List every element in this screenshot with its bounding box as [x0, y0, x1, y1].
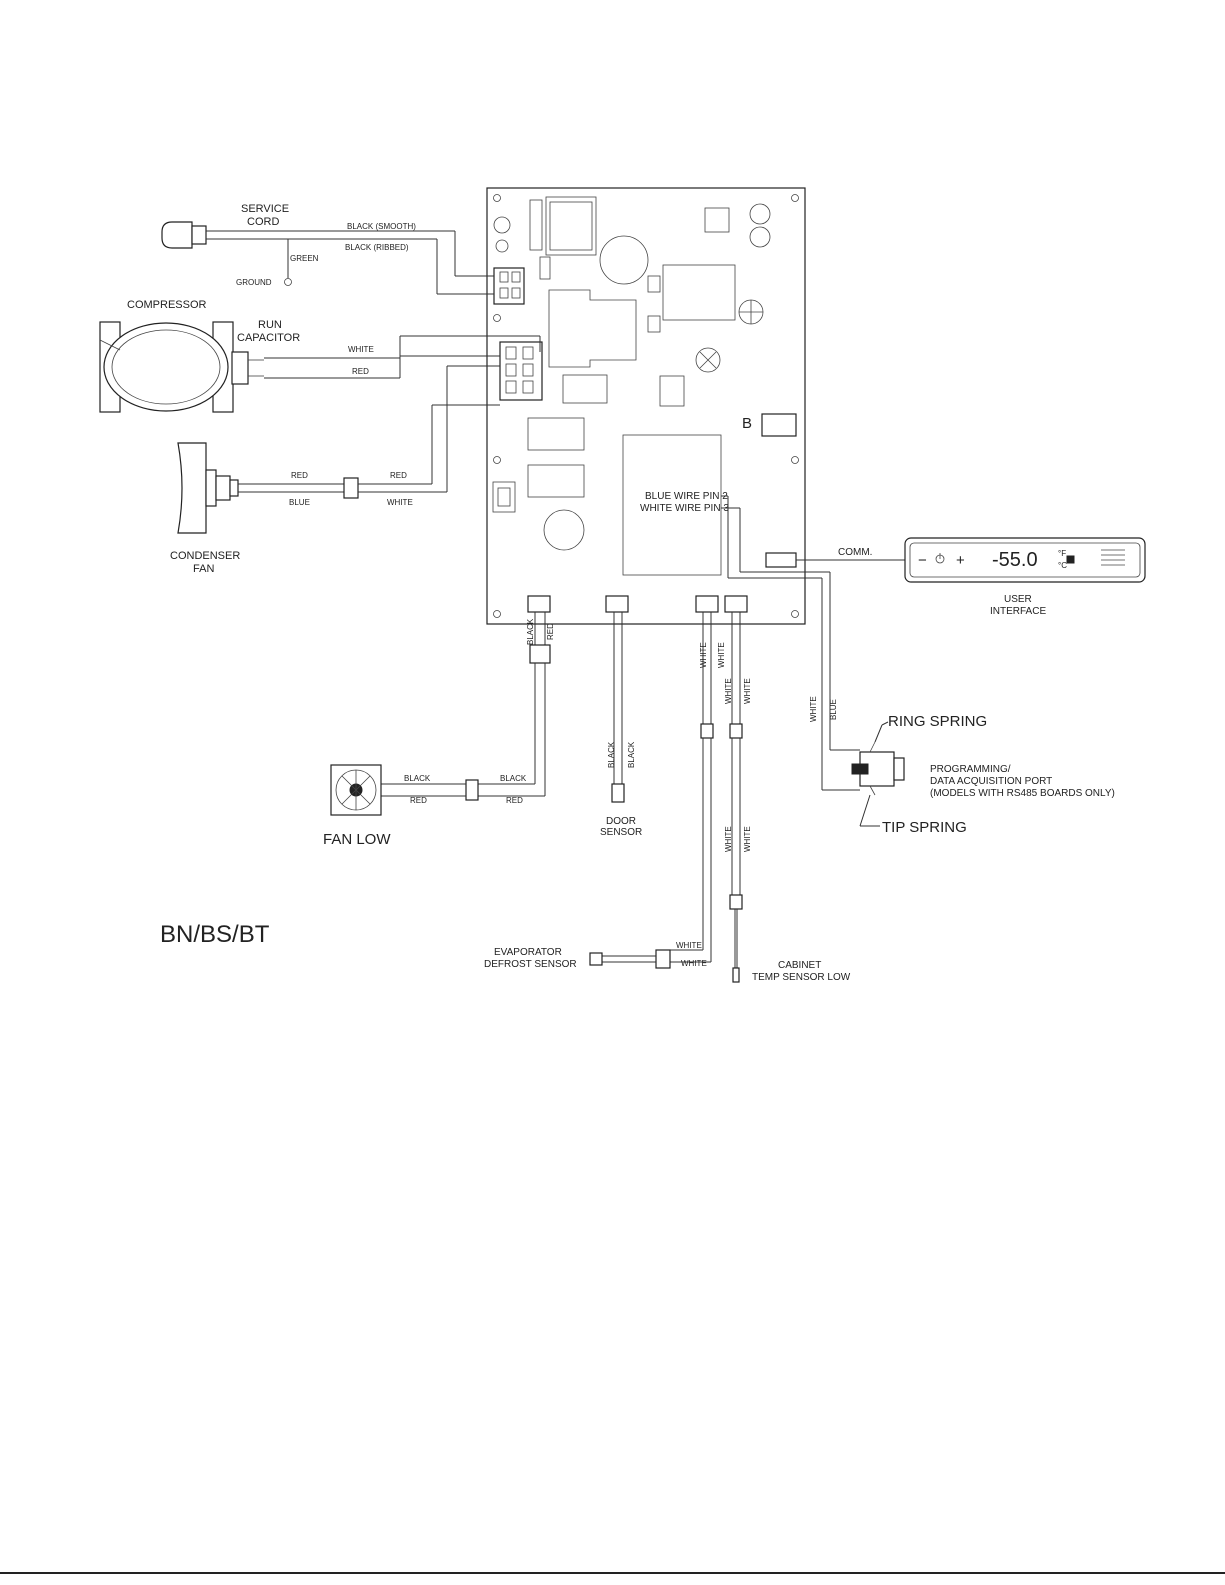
compressor-connector: [499, 341, 543, 401]
door-sensor-label-2: SENSOR: [600, 827, 642, 838]
door-sensor-label: DOOR: [606, 816, 636, 827]
power-connector: [493, 267, 525, 305]
wire-black-ribbed-label: BLACK (RIBBED): [345, 243, 409, 252]
programming-port-label: PROGRAMMING/: [930, 764, 1011, 775]
compressor: [99, 321, 264, 413]
fan-white-label: WHITE: [387, 498, 413, 507]
fan-red-label-2: RED: [390, 471, 407, 480]
service-cord-label-2: CORD: [247, 216, 279, 228]
cabinet-sensor-label-2: TEMP SENSOR LOW: [752, 972, 851, 983]
fan-low-red-h-label-2: RED: [506, 796, 523, 805]
display-unit-f: °F: [1058, 549, 1066, 558]
evaporator-sensor-label: EVAPORATOR: [494, 947, 562, 958]
fan-low-black-h-label-2: BLACK: [500, 774, 527, 783]
wire-red-label: RED: [352, 367, 369, 376]
ui-minus-button: −: [918, 552, 927, 569]
model-label: BN/BS/BT: [160, 921, 270, 948]
user-interface-panel: − + -55.0 °F °C: [904, 537, 1146, 583]
fan-low-black-h-label: BLACK: [404, 774, 431, 783]
user-interface-label-2: INTERFACE: [990, 606, 1046, 617]
service-cord: [161, 221, 494, 295]
sensor-white-label-4: WHITE: [743, 678, 752, 704]
user-interface-label: USER: [1004, 594, 1032, 605]
sensor-white-label-2: WHITE: [717, 642, 726, 668]
ui-plus-button: +: [956, 552, 965, 569]
sensor-white-label-5: WHITE: [724, 826, 733, 852]
fan-low-red-h-label: RED: [410, 796, 427, 805]
fan-low: [330, 764, 382, 816]
programming-port-jack: [851, 741, 905, 796]
ring-spring-label: RING SPRING: [888, 713, 987, 730]
comm-label: COMM.: [838, 547, 872, 558]
lock-icon: [1066, 555, 1075, 564]
service-cord-label: SERVICE: [241, 203, 289, 215]
condenser-fan-label-2: FAN: [193, 563, 214, 575]
wire-white-label: WHITE: [348, 345, 374, 354]
evaporator-sensor-label-2: DEFROST SENSOR: [484, 959, 577, 970]
programming-port-label-3: (MODELS WITH RS485 BOARDS ONLY): [930, 788, 1115, 799]
fan-low-black-label: BLACK: [526, 618, 535, 645]
cabinet-sensor-label: CABINET: [778, 960, 821, 971]
page-footer-rule: [0, 1572, 1225, 1574]
fan-low-red-label: RED: [546, 623, 555, 640]
prog-blue-label: BLUE: [829, 699, 838, 720]
display-unit-c: °C: [1058, 561, 1067, 570]
compressor-label: COMPRESSOR: [127, 299, 207, 311]
fan-low-label: FAN LOW: [323, 831, 391, 848]
ground-label: GROUND: [236, 278, 272, 287]
sensor-white-label-3: WHITE: [724, 678, 733, 704]
connector-b: [761, 413, 797, 437]
condenser-fan-label: CONDENSER: [170, 550, 240, 562]
wire-green-label: GREEN: [290, 254, 319, 263]
evap-white-label: WHITE: [676, 941, 702, 950]
fan-red-label: RED: [291, 471, 308, 480]
temperature-display: -55.0: [992, 549, 1038, 571]
sensor-white-label-6: WHITE: [743, 826, 752, 852]
condenser-fan: [177, 442, 239, 534]
sensor-white-label: WHITE: [699, 642, 708, 668]
programming-port-label-2: DATA ACQUISITION PORT: [930, 776, 1052, 787]
fan-blue-label: BLUE: [289, 498, 310, 507]
tip-spring-label: TIP SPRING: [882, 819, 967, 836]
wire-black-smooth-label: BLACK (SMOOTH): [347, 222, 416, 231]
connector-b-label: B: [742, 415, 752, 432]
prog-white-label: WHITE: [809, 696, 818, 722]
door-black-label-2: BLACK: [627, 741, 636, 768]
control-board: [486, 187, 806, 625]
blue-wire-pin-label: BLUE WIRE PIN 2: [645, 491, 728, 502]
run-capacitor-label: RUN: [258, 319, 282, 331]
white-wire-pin-label: WHITE WIRE PIN 3: [640, 503, 729, 514]
run-capacitor-label-2: CAPACITOR: [237, 332, 300, 344]
comm-connector: [765, 552, 797, 568]
door-black-label: BLACK: [607, 741, 616, 768]
evap-white-label-2: WHITE: [681, 959, 707, 968]
